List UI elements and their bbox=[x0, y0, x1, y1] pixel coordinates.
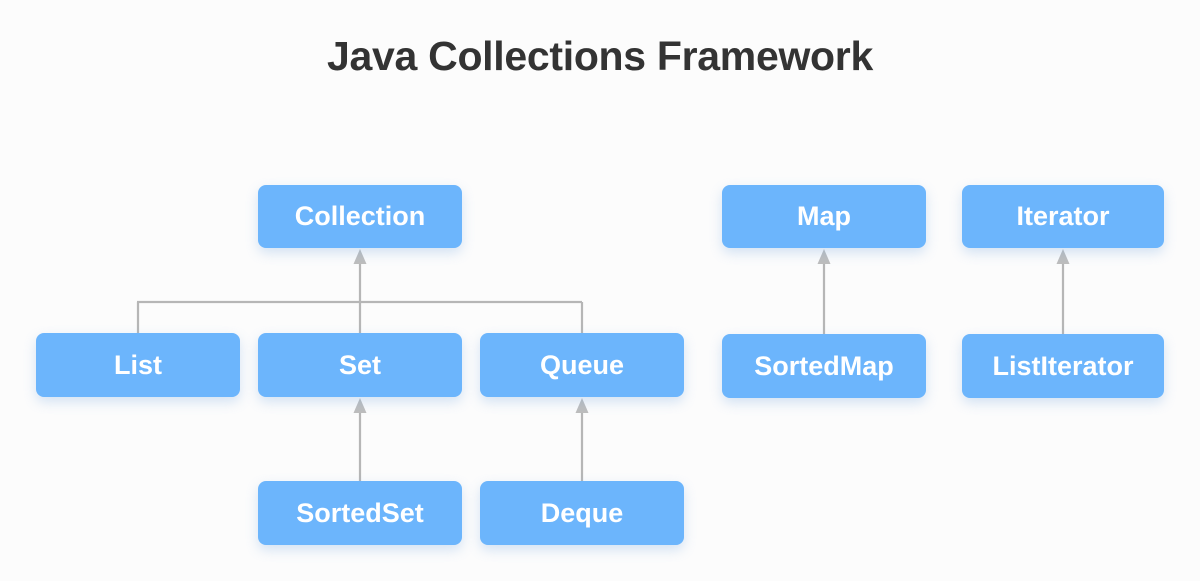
node-label-sortedset: SortedSet bbox=[296, 497, 424, 528]
node-list[interactable]: List bbox=[36, 333, 240, 397]
node-label-list: List bbox=[113, 349, 162, 380]
edge-sortedmap-to-map bbox=[817, 249, 831, 334]
bus-connector bbox=[137, 249, 582, 304]
node-label-queue: Queue bbox=[539, 349, 625, 380]
node-iterator[interactable]: Iterator bbox=[962, 185, 1164, 248]
node-label-deque: Deque bbox=[540, 497, 624, 528]
edge-sortedset-to-set bbox=[353, 398, 367, 481]
node-listiterator[interactable]: ListIterator bbox=[962, 334, 1164, 398]
arrowhead-up-icon bbox=[353, 398, 367, 413]
node-map[interactable]: Map bbox=[722, 185, 926, 248]
node-collection[interactable]: Collection bbox=[258, 185, 462, 248]
node-sortedset[interactable]: SortedSet bbox=[258, 481, 462, 545]
arrowhead-up-icon bbox=[353, 249, 367, 264]
node-deque[interactable]: Deque bbox=[480, 481, 684, 545]
node-label-map: Map bbox=[797, 201, 851, 231]
arrowhead-up-icon bbox=[1056, 249, 1070, 264]
edge-listiterator-to-iterator bbox=[1056, 249, 1070, 334]
node-set[interactable]: Set bbox=[258, 333, 462, 397]
node-sortedmap[interactable]: SortedMap bbox=[722, 334, 926, 398]
node-label-iterator: Iterator bbox=[1016, 201, 1110, 231]
node-queue[interactable]: Queue bbox=[480, 333, 684, 397]
node-label-listiterator: ListIterator bbox=[992, 350, 1134, 381]
node-label-set: Set bbox=[338, 349, 382, 380]
node-label-sortedmap: SortedMap bbox=[754, 350, 894, 381]
node-label-collection: Collection bbox=[294, 201, 426, 231]
arrowhead-up-icon bbox=[575, 398, 589, 413]
edge-deque-to-queue bbox=[575, 398, 589, 481]
arrowhead-up-icon bbox=[817, 249, 831, 264]
page-title: Java Collections Framework bbox=[327, 33, 873, 79]
